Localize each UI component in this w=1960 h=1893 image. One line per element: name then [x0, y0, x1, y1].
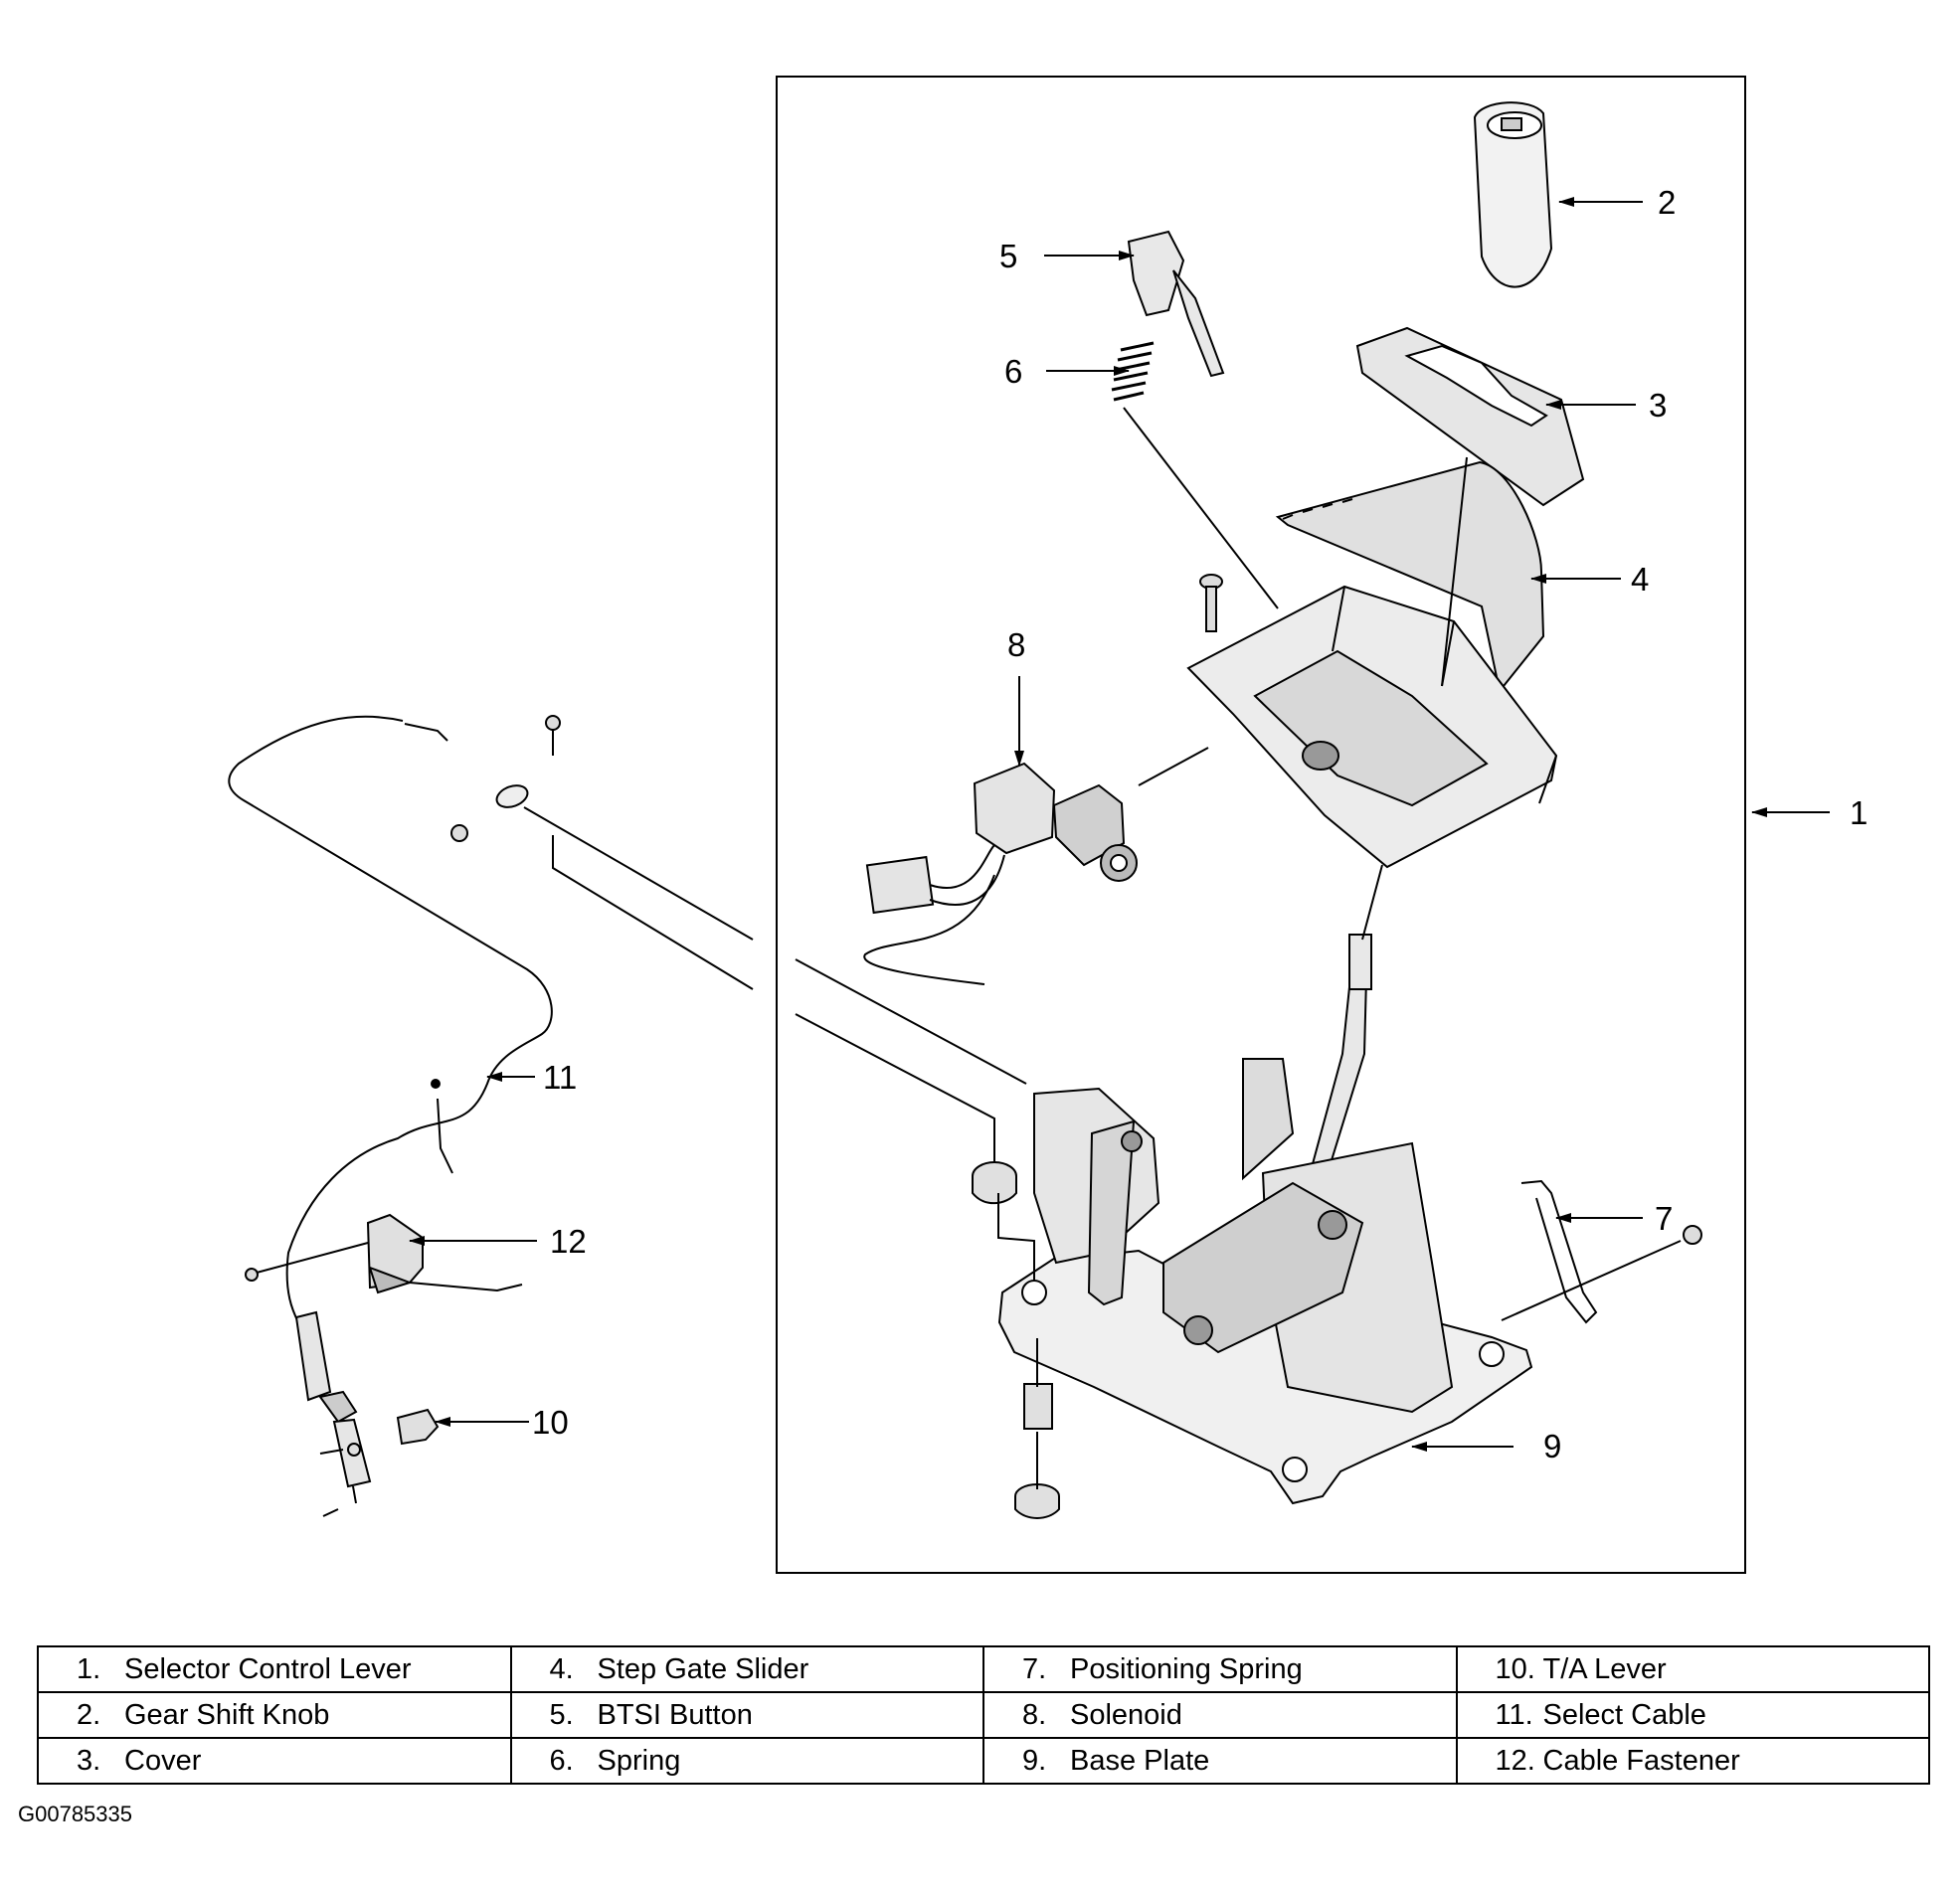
legend-row: 1. Selector Control Lever 4. Step Gate Sli… [37, 1645, 1930, 1693]
legend-label: Positioning Spring [1070, 1652, 1303, 1685]
callout-11: 11 [543, 1059, 577, 1096]
legend-label: Spring [597, 1744, 681, 1777]
callout-7: 7 [1655, 1200, 1673, 1237]
legend-cell: 12.Cable Fastener [1455, 1737, 1930, 1785]
legend-number: 8. [1022, 1698, 1047, 1731]
legend-cell: 5. BTSI Button [509, 1691, 984, 1739]
callout-9: 9 [1543, 1428, 1561, 1464]
legend-label: Step Gate Slider [597, 1652, 809, 1685]
spring-drawing [1111, 341, 1155, 402]
legend-number: 6. [549, 1744, 574, 1777]
legend-number: 4. [549, 1652, 574, 1685]
legend-cell: 7. Positioning Spring [982, 1645, 1458, 1693]
legend-cell: 2. Gear Shift Knob [37, 1691, 512, 1739]
legend-label: Gear Shift Knob [124, 1698, 330, 1731]
parts-legend-table: 1. Selector Control Lever 4. Step Gate Sli… [37, 1645, 1930, 1785]
btsi-button-drawing [1127, 230, 1225, 378]
callout-1: 1 [1850, 794, 1868, 831]
legend-number: 7. [1022, 1652, 1047, 1685]
exploded-view-diagram: 1 2 3 4 5 6 7 8 9 10 11 12 [228, 76, 1868, 1574]
legend-label: T/A Lever [1542, 1652, 1667, 1685]
legend-number: 1. [77, 1652, 101, 1685]
legend-cell: 4. Step Gate Slider [509, 1645, 984, 1693]
solenoid-drawing [863, 762, 1138, 985]
assembly-frame [776, 76, 1746, 1574]
lever-shaft-drawing [1309, 934, 1372, 1175]
callout-12: 12 [550, 1223, 587, 1260]
legend-cell: 9. Base Plate [982, 1737, 1458, 1785]
callout-8: 8 [1007, 626, 1025, 663]
lever-housing-drawing [1186, 585, 1558, 869]
figure-id: G00785335 [18, 1802, 132, 1826]
positioning-spring-drawing [1520, 1179, 1702, 1324]
legend-label: BTSI Button [597, 1698, 753, 1731]
base-plate-drawing [997, 1058, 1533, 1505]
legend-label: Select Cable [1542, 1698, 1706, 1731]
legend-label: Base Plate [1070, 1744, 1210, 1777]
legend-label: Cover [124, 1744, 202, 1777]
legend-label: Selector Control Lever [124, 1652, 412, 1685]
callout-4: 4 [1631, 561, 1649, 598]
callout-2: 2 [1658, 184, 1676, 221]
legend-number: 11. [1495, 1698, 1533, 1731]
legend-number: 9. [1022, 1744, 1047, 1777]
legend-number: 5. [549, 1698, 574, 1731]
legend-cell: 8. Solenoid [982, 1691, 1458, 1739]
ta-lever-drawing [319, 1408, 440, 1457]
callout-5: 5 [999, 238, 1017, 274]
legend-row: 3. Cover 6. Spring 9. Base Plate 12.Cable F… [37, 1737, 1930, 1785]
assembly-lines [523, 407, 1682, 1489]
housing-bolt-drawing [1199, 574, 1223, 632]
legend-cell: 10.T/A Lever [1455, 1645, 1930, 1693]
legend-cell: 1. Selector Control Lever [37, 1645, 512, 1693]
legend-cell: 6. Spring [509, 1737, 984, 1785]
callout-6: 6 [1004, 353, 1022, 390]
legend-number: 2. [77, 1698, 101, 1731]
legend-label: Cable Fastener [1542, 1744, 1740, 1777]
step-gate-slider-drawing [1275, 460, 1545, 694]
cable-fastener-drawing [245, 1213, 523, 1294]
callout-3: 3 [1649, 387, 1667, 424]
cover-drawing [1355, 326, 1585, 507]
callout-10: 10 [532, 1404, 569, 1441]
legend-number: 3. [77, 1744, 101, 1777]
legend-label: Solenoid [1070, 1698, 1182, 1731]
gear-shift-knob-drawing [1473, 101, 1553, 288]
legend-cell: 3. Cover [37, 1737, 512, 1785]
legend-number: 12. [1495, 1744, 1535, 1777]
select-cable-drawing [228, 715, 553, 1517]
legend-row: 2. Gear Shift Knob 5. BTSI Button 8. Soleno… [37, 1691, 1930, 1739]
callout-leaders [409, 197, 1830, 1452]
legend-cell: 11. Select Cable [1455, 1691, 1930, 1739]
legend-number: 10. [1495, 1652, 1535, 1685]
